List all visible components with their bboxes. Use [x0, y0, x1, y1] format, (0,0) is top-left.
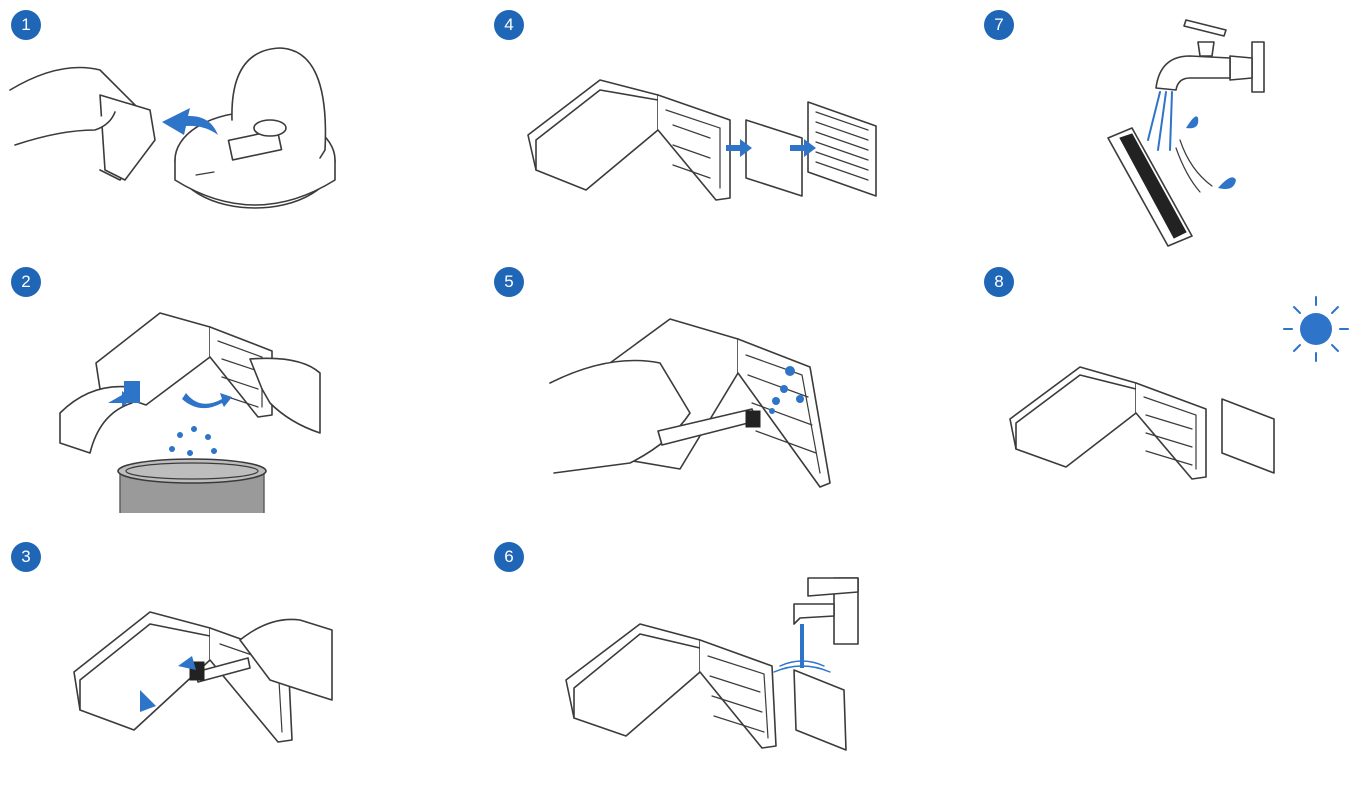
step-2: 2 — [0, 263, 440, 513]
dry-filter-illustration — [1009, 296, 1349, 480]
step-5: 5 — [490, 263, 930, 513]
empty-dustbin-illustration — [59, 312, 321, 513]
remove-filters-illustration — [527, 79, 877, 201]
brush-filter-illustration — [549, 318, 831, 488]
rinse-filter-illustration — [1107, 19, 1265, 247]
rinse-sponge-illustration — [565, 577, 859, 751]
brush-dustbin-illustration — [73, 611, 333, 743]
step-3: 3 — [0, 540, 440, 790]
step-7: 7 — [980, 0, 1356, 250]
remove-dustbin-illustration — [9, 47, 336, 209]
step-4: 4 — [490, 0, 930, 250]
step-1-badge: 1 — [11, 10, 41, 40]
step-2-badge: 2 — [11, 267, 41, 297]
step-4-badge: 4 — [494, 10, 524, 40]
step-5-badge: 5 — [494, 267, 524, 297]
step-6: 6 — [490, 540, 930, 790]
step-7-badge: 7 — [984, 10, 1014, 40]
step-8-badge: 8 — [984, 267, 1014, 297]
step-3-badge: 3 — [11, 542, 41, 572]
step-1: 1 — [0, 0, 440, 250]
step-6-badge: 6 — [494, 542, 524, 572]
step-8: 8 — [980, 263, 1356, 513]
